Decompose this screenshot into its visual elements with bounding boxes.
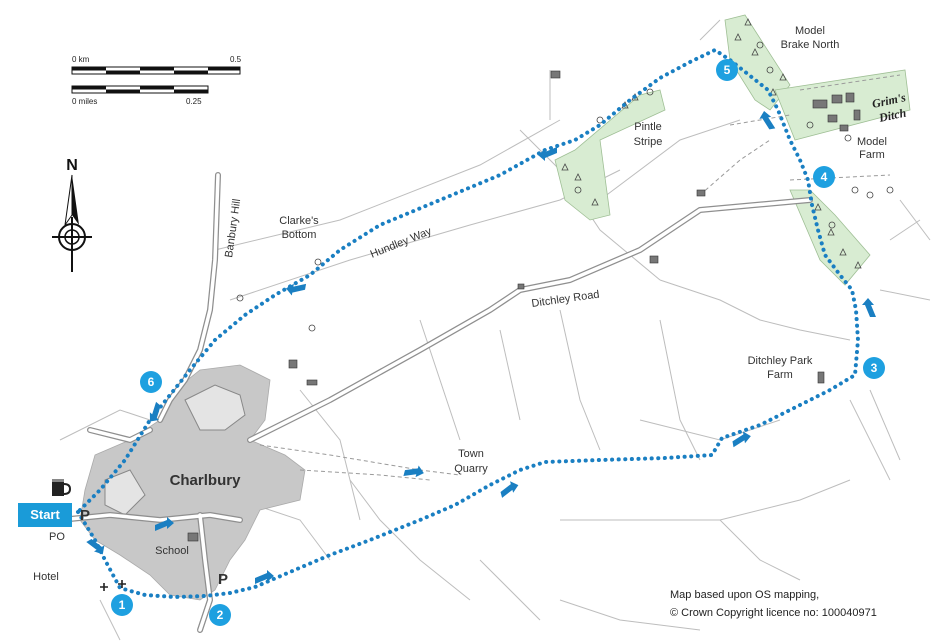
label-grims-ditch: Grim's: [871, 90, 907, 111]
arrow-icon: [732, 431, 751, 448]
arrow-icon: [538, 147, 557, 161]
svg-text:Farm: Farm: [767, 369, 793, 381]
svg-text:Bottom: Bottom: [282, 229, 317, 241]
svg-text:5: 5: [724, 63, 731, 77]
waypoint-5: 5: [716, 59, 738, 81]
town-block-outline-2: [104, 469, 146, 516]
waypoint-4: 4: [813, 166, 835, 188]
scale-bar: 0 km 0.5 0 miles 0.25: [71, 55, 242, 106]
svg-text:© Crown Copyright licence no:: © Crown Copyright licence no: 100040971: [670, 607, 877, 619]
charlbury-town-area: [79, 364, 306, 601]
start-marker: [18, 503, 72, 527]
svg-text:Map based upon OS mapping,: Map based upon OS mapping,: [670, 589, 819, 601]
svg-text:1: 1: [119, 598, 126, 612]
svg-text:Brake North: Brake North: [781, 39, 840, 51]
arrow-icon: [255, 570, 274, 584]
waypoint-6: 6: [140, 371, 162, 393]
church-icon: [100, 580, 126, 591]
label-school: School: [155, 545, 189, 557]
arrow-icon: [500, 481, 519, 498]
label-clarkes-bottom: Clarke's: [279, 215, 319, 227]
svg-text:0.5: 0.5: [230, 55, 242, 64]
label-ditchley-park-farm: Ditchley Park: [748, 355, 813, 367]
svg-text:Quarry: Quarry: [454, 463, 488, 475]
arrow-icon: [86, 538, 105, 555]
label-hundley-way: Hundley Way: [369, 225, 434, 261]
svg-text:6: 6: [148, 375, 155, 389]
waypoints: 1 2 3 4 5 6: [111, 59, 885, 626]
label-town-quarry: Town: [458, 448, 484, 460]
svg-text:Ditch: Ditch: [877, 105, 908, 125]
walking-route: [76, 48, 860, 599]
svg-text:3: 3: [871, 361, 878, 375]
route-arrows: [86, 110, 876, 584]
parking-icon-2: P: [218, 571, 228, 588]
pub-icon: [52, 479, 72, 496]
label-pintle-stripe: Pintle: [634, 121, 662, 133]
town-block-outline: [184, 384, 246, 431]
svg-text:Stripe: Stripe: [634, 136, 663, 148]
arrow-icon: [285, 283, 307, 296]
svg-text:4: 4: [821, 170, 828, 184]
svg-text:0 miles: 0 miles: [72, 97, 97, 106]
north-arrow-icon: N: [52, 157, 92, 272]
svg-text:Farm: Farm: [859, 149, 885, 161]
label-model-brake-north: Model: [795, 25, 825, 37]
label-model-farm: Model: [857, 136, 887, 148]
label-po: PO: [49, 531, 65, 543]
parking-icon-start: P: [80, 507, 90, 524]
svg-text:2: 2: [217, 608, 224, 622]
arrow-icon: [862, 298, 876, 317]
arrow-icon: [403, 465, 424, 478]
start-label: Start: [30, 507, 60, 522]
arrow-icon: [149, 401, 161, 422]
label-charlbury: Charlbury: [170, 472, 242, 489]
label-banbury-hill: Banbury Hill: [223, 198, 243, 258]
label-ditchley-road: Ditchley Road: [531, 289, 600, 310]
buildings: [187, 70, 861, 542]
field-boundaries: [59, 19, 931, 641]
roads-inner: [58, 173, 812, 632]
label-hotel: Hotel: [33, 571, 59, 583]
map-credit: Map based upon OS mapping, © Crown Copyr…: [670, 589, 877, 619]
woodland: [554, 14, 911, 286]
tree-symbols: [236, 18, 894, 332]
waypoint-2: 2: [209, 604, 231, 626]
arrow-icon: [759, 110, 776, 130]
svg-text:0.25: 0.25: [186, 97, 202, 106]
svg-text:0 km: 0 km: [72, 55, 90, 64]
waypoint-3: 3: [863, 357, 885, 379]
arrow-icon: [155, 517, 174, 531]
waypoint-1: 1: [111, 594, 133, 616]
svg-text:N: N: [66, 157, 78, 174]
